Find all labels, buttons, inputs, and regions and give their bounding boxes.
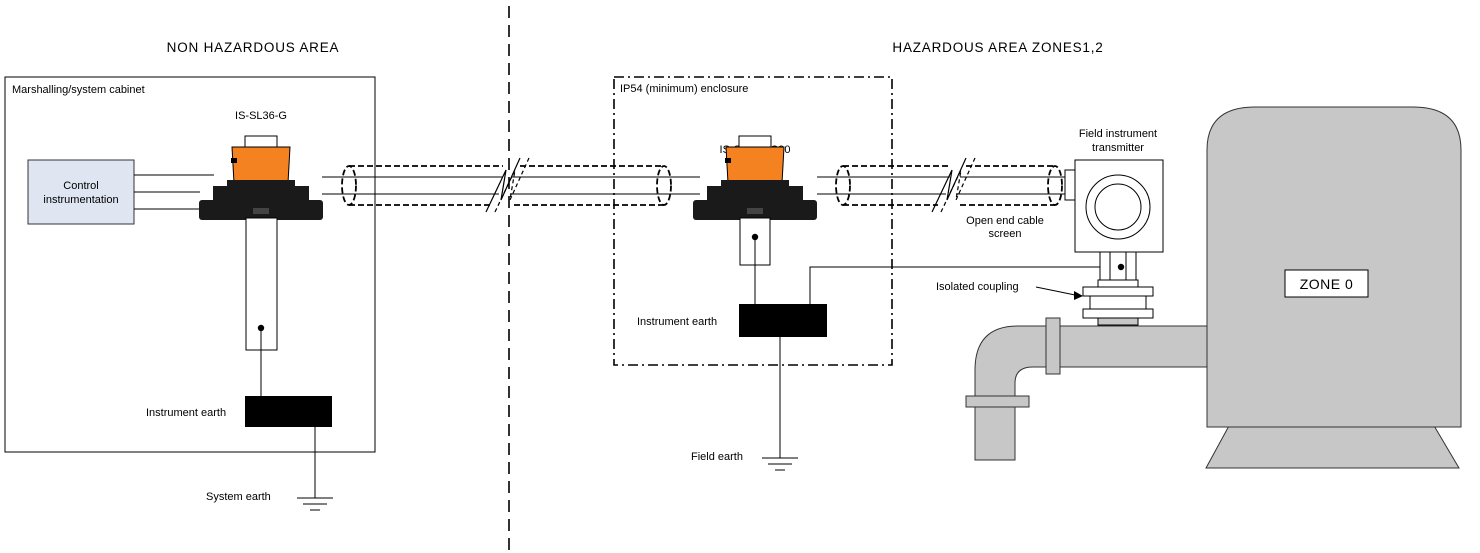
system-earth-label: System earth — [206, 491, 271, 503]
transmitter-bond-wire — [809, 266, 1121, 304]
coupling-leader-line — [1035, 286, 1081, 297]
cable-break-right — [931, 157, 976, 213]
signal-cable-right — [817, 176, 1071, 195]
ip54-enclosure — [613, 76, 893, 366]
cabinet-label: Marshalling/system cabinet — [12, 84, 145, 96]
cable-break-left — [485, 157, 530, 213]
enclosure-instrument-earth-bar — [739, 304, 827, 337]
cabinet-instrument-earth-label: Instrument earth — [146, 407, 226, 419]
cable-screen-left — [341, 165, 672, 206]
transmitter-label-2: transmitter — [1092, 142, 1144, 154]
field-transmitter — [1064, 159, 1164, 281]
isolator-g-label: IS-SL36-G — [235, 110, 287, 122]
process-pipe — [965, 317, 1208, 461]
zone0-vessel — [1205, 106, 1462, 469]
field-earth-label: Field earth — [691, 451, 743, 463]
control-instrumentation-box — [27, 159, 135, 225]
transmitter-terminal — [1117, 263, 1125, 271]
open-end-screen-label-2: screen — [988, 228, 1021, 240]
coupling-label: Isolated coupling — [936, 281, 1019, 293]
coupling-arrow-icon — [1074, 291, 1083, 300]
transmitter-label-1: Field instrument — [1079, 128, 1157, 140]
zone0-label: ZONE 0 — [1300, 276, 1354, 292]
signal-cable-left — [322, 176, 700, 195]
open-end-screen-label-1: Open end cable — [966, 215, 1044, 227]
control-instrumentation-label-2: instrumentation — [43, 194, 118, 206]
isolator-ec90 — [692, 135, 818, 221]
enclosure-label: IP54 (minimum) enclosure — [620, 83, 748, 95]
hazardous-area-title: HAZARDOUS AREA ZONES1,2 — [892, 40, 1103, 55]
control-instrumentation-label-1: Control — [63, 180, 98, 192]
zone0-label-box — [1284, 269, 1369, 298]
isolator-g — [198, 135, 324, 221]
system-earth-ground-icon — [296, 489, 334, 511]
isolated-coupling — [1082, 279, 1154, 326]
cabinet-instrument-earth-bar — [245, 396, 332, 427]
cable-screen-right — [835, 165, 1063, 206]
enclosure-instrument-earth-label: Instrument earth — [637, 316, 717, 328]
non-hazardous-area-title: NON HAZARDOUS AREA — [167, 40, 340, 55]
field-earth-ground-icon — [761, 449, 799, 471]
control-wires — [134, 174, 214, 210]
system-cabinet — [4, 76, 376, 453]
